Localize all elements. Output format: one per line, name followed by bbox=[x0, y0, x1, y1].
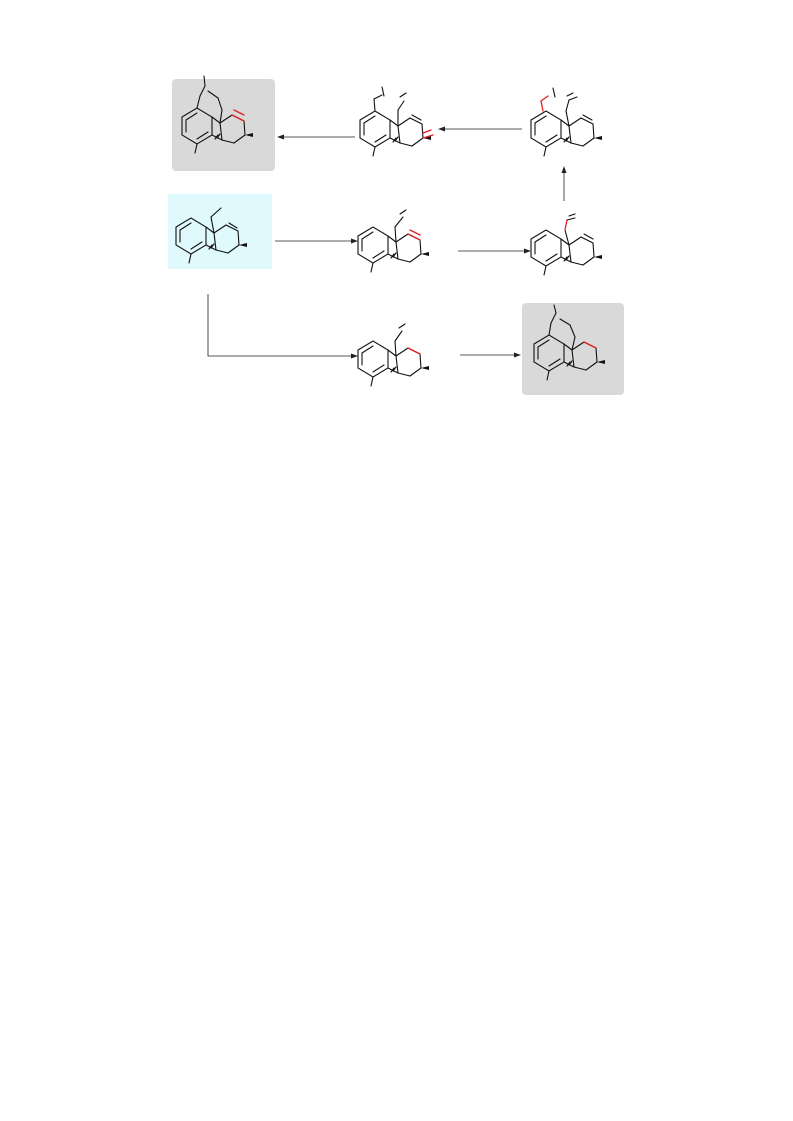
product-top-left-structure bbox=[181, 75, 254, 154]
starting-material-box bbox=[168, 194, 272, 269]
arrow-middle-right-to-top-right bbox=[561, 166, 567, 201]
intermediate-top-right-structure bbox=[530, 87, 603, 157]
intermediate-middle-center-structure bbox=[357, 209, 430, 273]
arrow-top-middle-to-top-left bbox=[277, 134, 355, 140]
arrow-start-to-bottom-center bbox=[207, 294, 358, 359]
arrow-start-to-middle-center bbox=[275, 238, 358, 244]
arrow-top-right-to-top-middle bbox=[438, 126, 522, 132]
product-box-top-left bbox=[172, 79, 275, 171]
intermediate-bottom-center-structure bbox=[357, 323, 430, 387]
starting-material-structure bbox=[175, 207, 248, 264]
intermediate-middle-right-structure bbox=[530, 213, 603, 276]
arrow-middle-center-to-middle-right bbox=[458, 248, 531, 254]
arrow-bottom-center-to-bottom-right bbox=[460, 352, 521, 358]
product-bottom-right-structure bbox=[533, 304, 606, 381]
intermediate-top-middle-structure bbox=[359, 86, 434, 157]
